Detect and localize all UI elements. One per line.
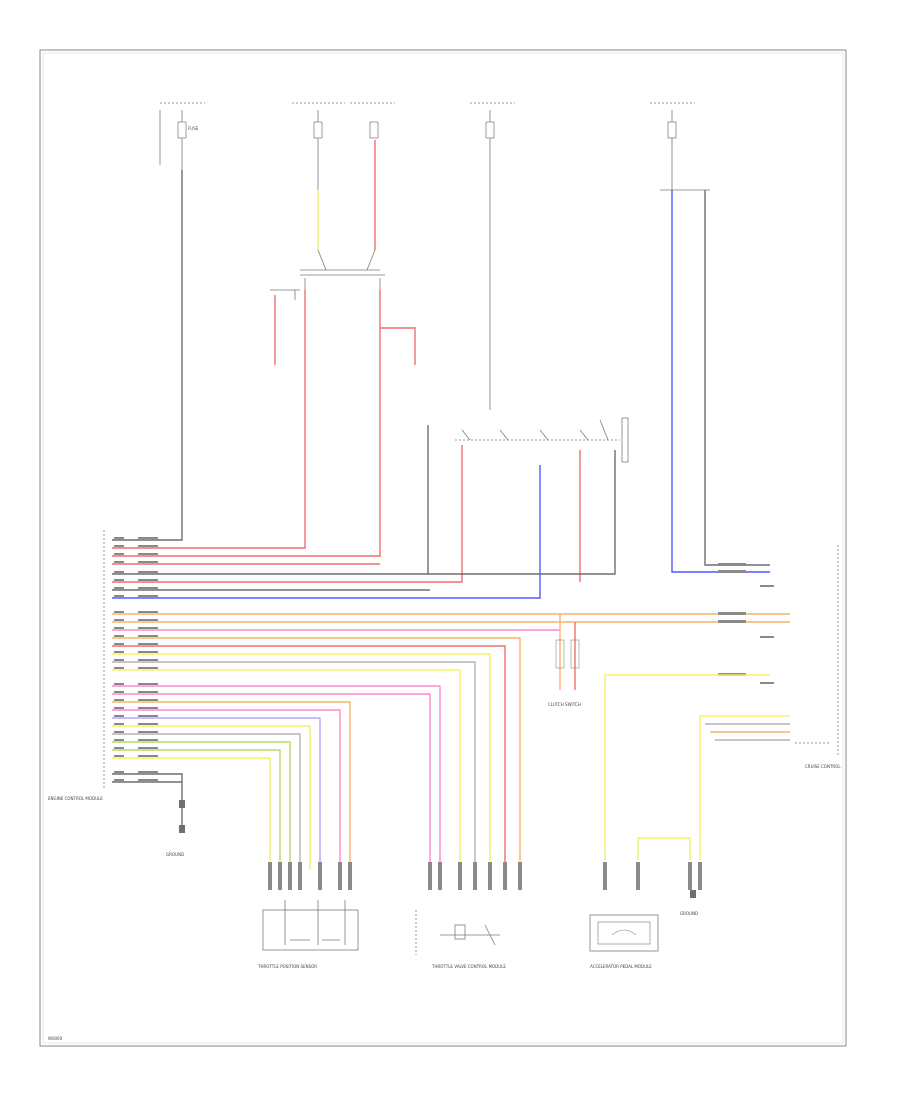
fuse-group-1-label: FUSE <box>188 126 199 131</box>
wire-violet-1 <box>112 717 321 870</box>
accelerator-pedal-label: ACCELERATOR PEDAL MODULE <box>590 964 652 969</box>
wire-black-3 <box>428 450 616 575</box>
brake-switch-assembly <box>455 380 629 463</box>
cruise-pins: CRUISE CONTROL <box>699 715 841 860</box>
wire-green-2 <box>112 749 281 870</box>
wire-black-5 <box>112 773 183 830</box>
wire-yellow-5 <box>112 757 271 870</box>
wire-blue-2 <box>671 190 770 573</box>
wire-pink-3 <box>112 693 431 870</box>
fuse-group-1: FUSE <box>159 102 205 170</box>
clutch-switch-label: CLUTCH SWITCH <box>548 702 581 707</box>
harness-pin-labels <box>114 537 158 781</box>
right-pins <box>718 563 774 684</box>
wire-pink-4 <box>112 709 341 870</box>
fuse-group-2 <box>292 102 345 190</box>
wire-yellow-4 <box>112 725 311 870</box>
wire-red-8 <box>112 645 506 870</box>
wire-pink-2 <box>112 685 441 870</box>
wire-orange-3 <box>112 637 521 870</box>
wire-yellow-6 <box>604 674 770 860</box>
ground-1: GROUND <box>166 800 185 857</box>
wire-yellow-3 <box>112 669 461 870</box>
throttle-valve-module: THROTTLE VALVE CONTROL MODULE <box>415 910 506 969</box>
ecm-harness <box>103 530 790 870</box>
wire-blue-1 <box>112 465 541 599</box>
fuse-group-5 <box>650 102 695 190</box>
wire-gray-1 <box>112 661 476 870</box>
bottom-connectors-right <box>603 862 702 890</box>
wire-red-2 <box>112 290 306 549</box>
fuse-group-4 <box>470 102 515 380</box>
throttle-position-label: THROTTLE POSITION SENSOR <box>257 964 317 969</box>
wire-orange-4 <box>112 701 351 870</box>
ground-1-label: GROUND <box>166 852 184 857</box>
cruise-control-label: CRUISE CONTROL <box>805 764 841 769</box>
wire-gray-2 <box>112 733 301 870</box>
relay-switch <box>300 249 385 290</box>
ecm-label: ENGINE CONTROL MODULE <box>48 796 103 801</box>
wire-red-4 <box>112 290 381 557</box>
fuse-group-3 <box>350 102 395 139</box>
ground-2-label: GROUND <box>680 911 698 916</box>
wire-yellow-7 <box>637 837 691 860</box>
wire-black-4 <box>704 190 770 566</box>
throttle-position-sensor: THROTTLE POSITION SENSOR <box>257 900 359 969</box>
bottom-connectors-left <box>268 862 352 890</box>
page-label: W0000 <box>48 1036 63 1041</box>
wire-red-6 <box>112 445 463 583</box>
clutch-connector: CLUTCH SWITCH <box>548 614 581 707</box>
diagram-frame <box>39 49 847 1047</box>
wire-red-5 <box>380 327 416 365</box>
accelerator-pedal-module: ACCELERATOR PEDAL MODULE <box>589 914 659 969</box>
wire-yellow-2 <box>112 653 491 870</box>
bottom-connectors-mid <box>428 862 522 890</box>
throttle-valve-label: THROTTLE VALVE CONTROL MODULE <box>431 964 506 969</box>
inner-frame <box>42 52 844 1044</box>
ground-2: GROUND <box>680 890 698 916</box>
wire-green-1 <box>112 741 291 870</box>
wire-black-1 <box>112 170 183 541</box>
